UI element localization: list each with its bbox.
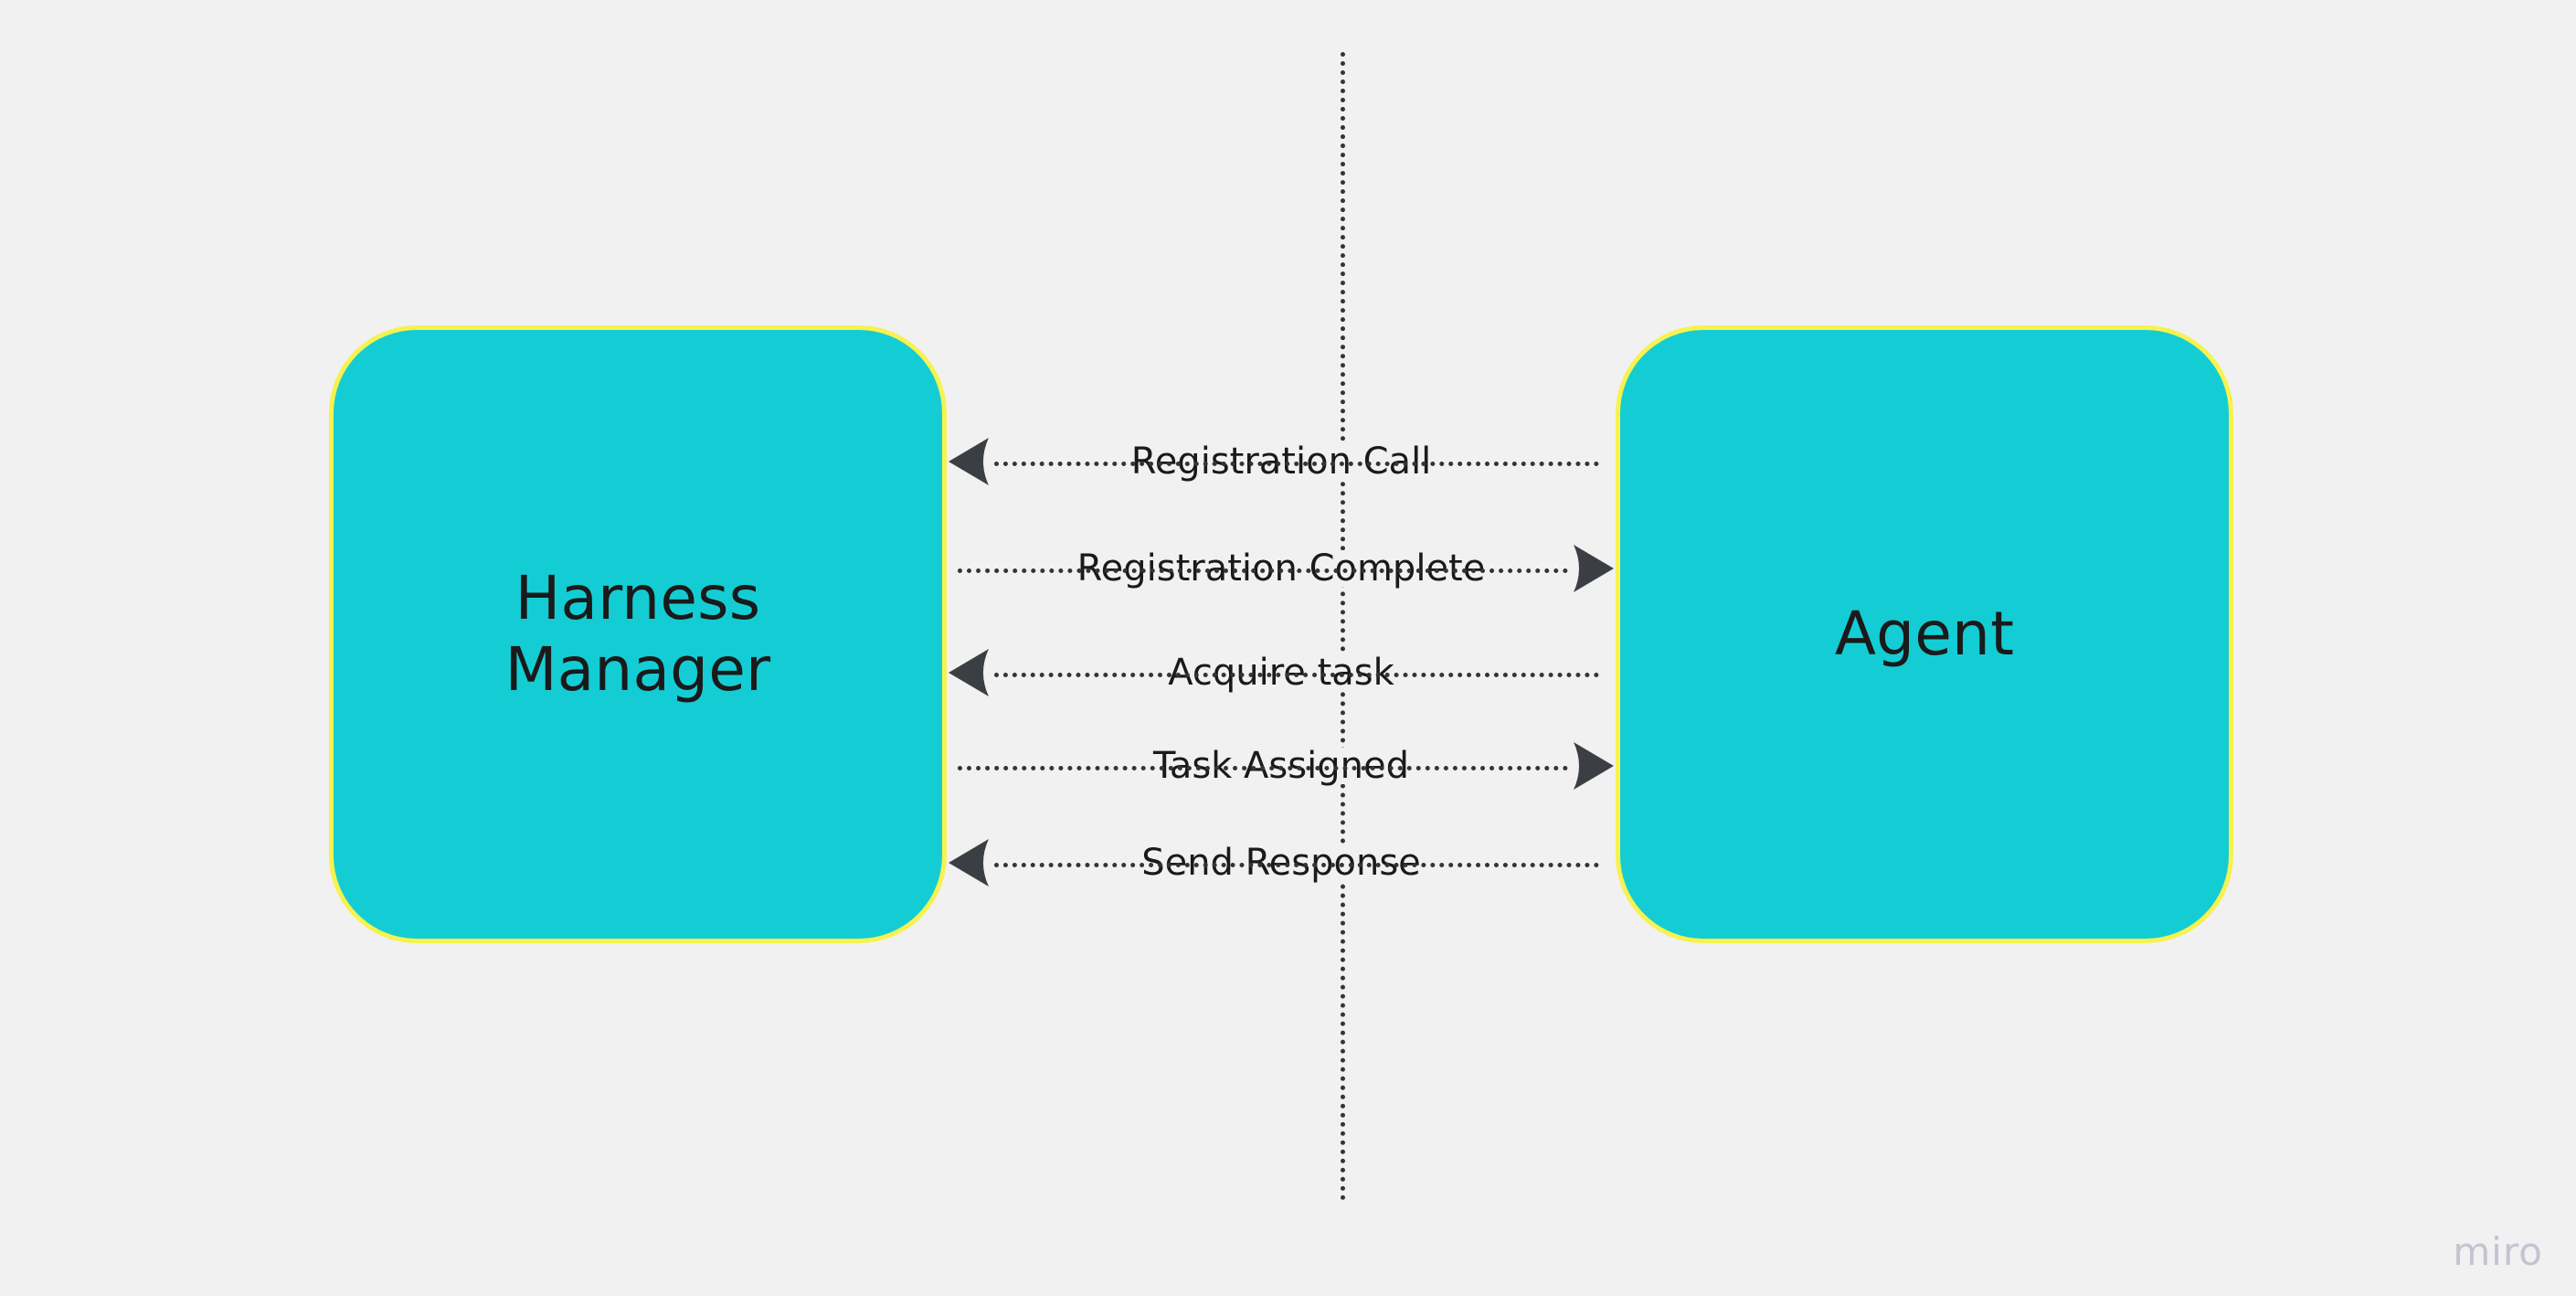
node-agent[interactable]: Agent	[1616, 325, 2233, 943]
arrow-right-icon	[1574, 543, 1616, 594]
message-row-registration-call[interactable]: Registration Call	[947, 425, 1616, 498]
message-line-send-response	[994, 863, 1599, 867]
message-row-send-response[interactable]: Send Response	[947, 826, 1616, 899]
arrow-right-icon	[1574, 740, 1616, 791]
node-agent-label: Agent	[1834, 599, 2015, 670]
miro-watermark: miro	[2453, 1229, 2543, 1274]
lifeline-divider	[1341, 52, 1345, 1201]
node-harness-manager[interactable]: Harness Manager	[329, 325, 947, 943]
message-line-task-assigned	[958, 766, 1568, 770]
arrow-left-icon	[947, 837, 989, 888]
node-harness-manager-label: Harness Manager	[504, 563, 771, 705]
arrow-left-icon	[947, 647, 989, 698]
message-row-task-assigned[interactable]: Task Assigned	[947, 729, 1616, 802]
arrow-left-icon	[947, 436, 989, 487]
message-line-acquire-task	[994, 673, 1599, 677]
message-row-registration-complete[interactable]: Registration Complete	[947, 532, 1616, 605]
message-line-registration-complete	[958, 568, 1568, 573]
message-row-acquire-task[interactable]: Acquire task	[947, 636, 1616, 709]
message-line-registration-call	[994, 462, 1599, 466]
